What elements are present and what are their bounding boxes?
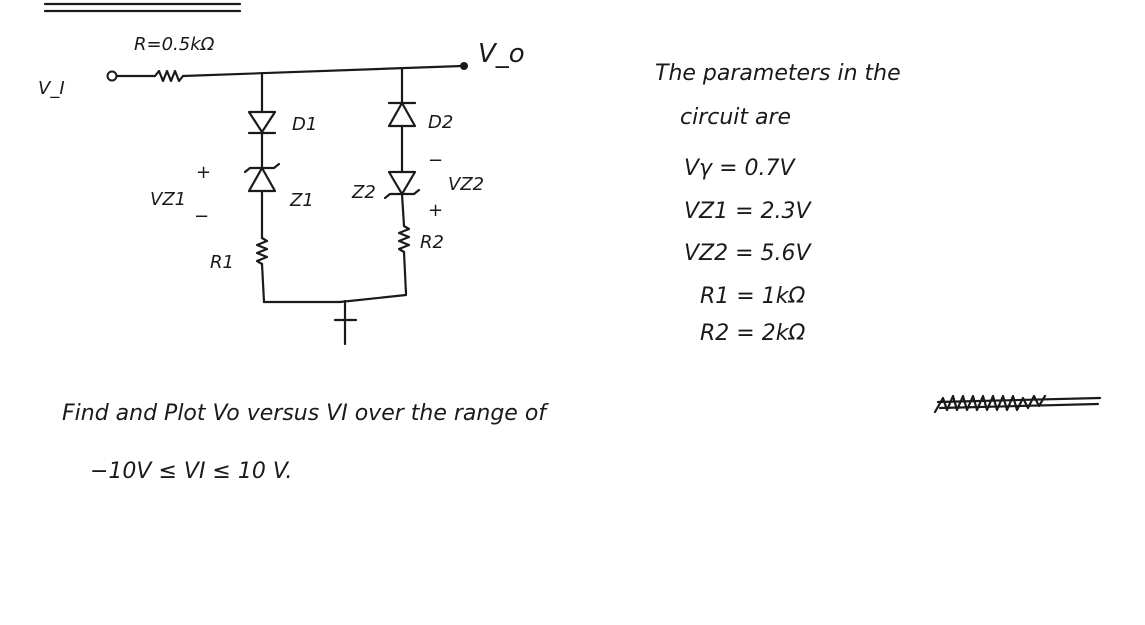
parameters-heading-line1: The parameters in the (655, 61, 901, 86)
vz2-minus-sign: − (428, 150, 443, 171)
resistor-r2 (397, 224, 411, 254)
diode-d2-label: D2 (428, 112, 453, 133)
series-resistor-r (153, 69, 185, 83)
parameters-heading-line2: circuit are (680, 105, 791, 130)
task-line-2: −10V ≤ VI ≤ 10 V. (90, 459, 292, 484)
parameter-list: The parameters in the circuit are Vγ = 0… (655, 61, 901, 346)
output-terminal (460, 62, 468, 70)
zener-z1-label: Z1 (289, 190, 314, 211)
resistor-r1 (255, 236, 269, 266)
zener-z1 (243, 162, 281, 193)
vz1-label: VZ1 (150, 189, 186, 210)
vz2-label: VZ2 (448, 174, 484, 195)
resistor-r-label: R=0.5kΩ (134, 34, 215, 55)
task-line-1: Find and Plot Vo versus VI over the rang… (62, 401, 549, 426)
circuit-diagram: V_I R=0.5kΩ V_o D1 D2 Z1 Z2 VZ1 VZ2 R1 R… (38, 34, 525, 346)
scribbled-out-text (933, 394, 1102, 414)
param-vz2: VZ2 = 5.6V (684, 241, 813, 266)
task-statement: Find and Plot Vo versus VI over the rang… (62, 394, 1102, 484)
vz1-plus-sign: + (196, 162, 211, 183)
param-r2: R2 = 2kΩ (700, 321, 805, 346)
resistor-r1-label: R1 (210, 252, 234, 273)
resistor-r2-label: R2 (420, 232, 444, 253)
diode-d1 (247, 110, 277, 135)
output-label: V_o (478, 39, 525, 69)
param-r1: R1 = 1kΩ (700, 284, 805, 309)
diode-d2 (387, 101, 417, 128)
input-label: V_I (38, 78, 65, 99)
zener-z2-label: Z2 (351, 182, 376, 203)
diode-d1-label: D1 (292, 114, 317, 135)
vz2-plus-sign: + (428, 200, 443, 221)
vz1-minus-sign: − (194, 206, 209, 227)
param-vgamma: Vγ = 0.7V (684, 156, 796, 181)
top-rule (43, 2, 242, 13)
param-vz1: VZ1 = 2.3V (684, 199, 813, 224)
ground-symbol (333, 299, 358, 346)
input-terminal (106, 70, 118, 82)
